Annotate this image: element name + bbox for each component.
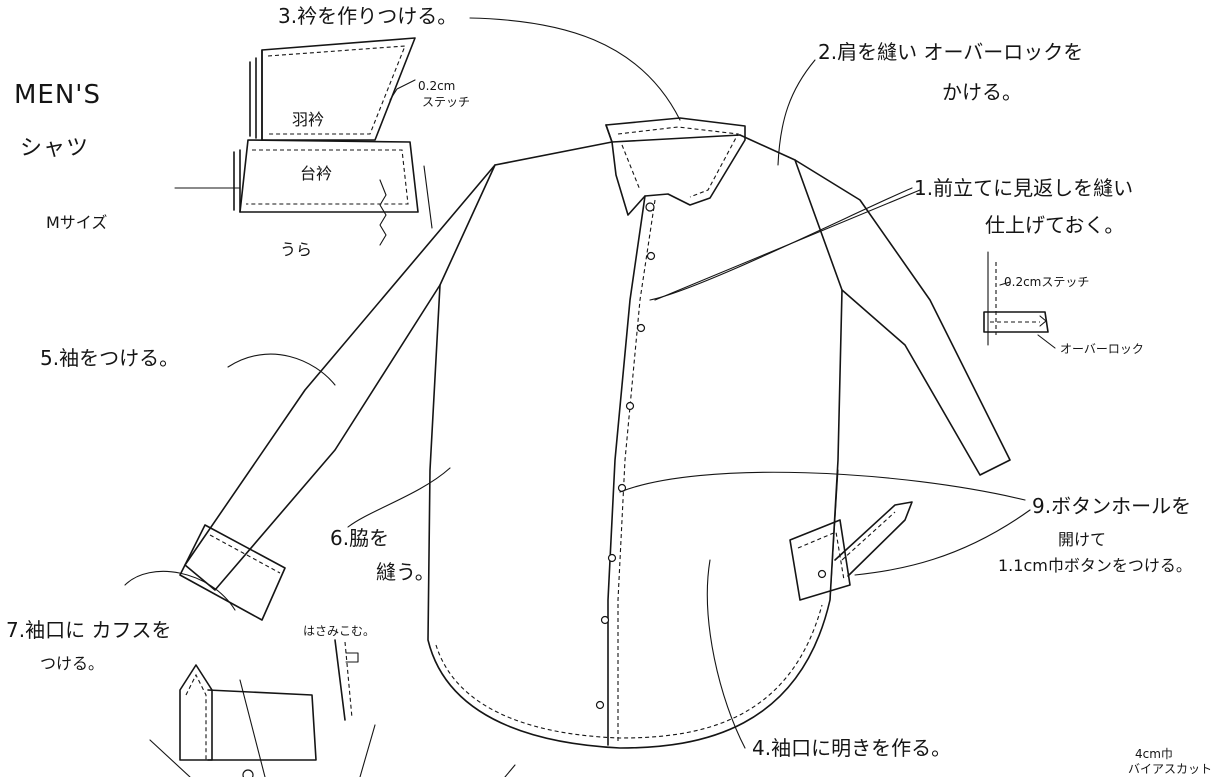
- placket-overlock-label: オーバーロック: [1060, 342, 1144, 356]
- collar-stitch-label-line1: 0.2cm: [418, 79, 456, 93]
- step-9-label-line3: 1.1cm巾ボタンをつける。: [998, 556, 1192, 575]
- placket-detail-drawing: [983, 251, 1056, 349]
- leader-lines: [124, 17, 1031, 777]
- bias-note-line2: バイアスカット: [1128, 762, 1213, 776]
- title-shirt: シャツ: [20, 136, 90, 161]
- step-6-label-line1: 6.脇を: [330, 526, 390, 550]
- title-mens: MEN'S: [14, 80, 101, 110]
- cuff-detail-drawing: [149, 639, 376, 777]
- cuff-insert-note: はさみこむ。: [303, 624, 376, 638]
- step-5-label: 5.袖をつける。: [40, 346, 180, 370]
- stand-collar-label: 台衿: [300, 164, 333, 183]
- collar-detail-drawing: [174, 37, 433, 246]
- step-2-label-line1: 2.肩を縫い オーバーロックを: [818, 40, 1084, 64]
- upper-collar-label: 羽衿: [292, 110, 325, 129]
- step-7-label-line1: 7.袖口に カフスを: [6, 618, 172, 642]
- step-9-label-line1: 9.ボタンホールを: [1032, 494, 1192, 518]
- step-3-label: 3.衿を作りつける。: [278, 4, 458, 28]
- step-1-label-line1: 1.前立てに見返しを縫い: [914, 176, 1134, 200]
- collar-stitch-label-line2: ステッチ: [422, 95, 471, 109]
- shirt-body: [179, 117, 1011, 749]
- title-size: Mサイズ: [46, 213, 108, 232]
- step-9-label-line2: 開けて: [1058, 530, 1107, 549]
- collar-underside-label: うら: [280, 240, 313, 259]
- step-4-label: 4.袖口に明きを作る。: [752, 736, 952, 760]
- placket-stitch-label: 0.2cmステッチ: [1004, 275, 1090, 289]
- step-7-label-line2: つける。: [40, 654, 105, 673]
- step-6-label-line2: 縫う。: [376, 560, 435, 584]
- step-1-label-line2: 仕上げておく。: [985, 213, 1125, 237]
- step-2-label-line2: かける。: [942, 80, 1022, 104]
- bias-note-line1: 4cm巾: [1135, 747, 1173, 761]
